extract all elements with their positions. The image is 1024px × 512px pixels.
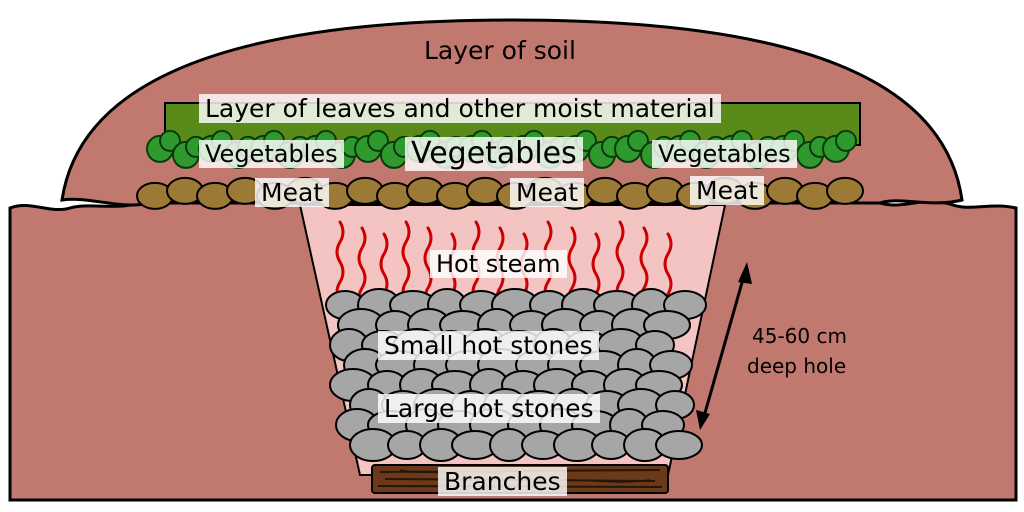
- label-large-hot-stones: Large hot stones: [378, 394, 600, 423]
- vegetable-piece: [367, 129, 389, 152]
- label-meat-right: Meat: [690, 176, 765, 205]
- label-layer-of-soil: Layer of soil: [424, 36, 576, 65]
- label-vegetables-right: Vegetables: [652, 140, 797, 168]
- label-meat-left: Meat: [255, 178, 330, 207]
- label-vegetables-center: Vegetables: [405, 137, 583, 171]
- label-depth-line1: 45-60 cm: [752, 324, 847, 348]
- label-meat-center: Meat: [510, 178, 585, 207]
- vegetable-piece: [159, 129, 181, 152]
- meat-piece: [826, 176, 864, 205]
- steam-wave: [615, 220, 625, 304]
- vegetable-piece: [627, 129, 649, 152]
- steam-wave: [357, 226, 367, 310]
- hot-stones: [325, 288, 707, 462]
- vegetable-piece: [835, 129, 857, 152]
- label-depth-line2: deep hole: [747, 354, 847, 378]
- depth-arrow: [696, 262, 752, 430]
- label-hot-steam: Hot steam: [430, 250, 567, 278]
- label-vegetables-left: Vegetables: [199, 140, 344, 168]
- label-leaf-layer: Layer of leaves and other moist material: [199, 94, 721, 123]
- label-branches: Branches: [438, 467, 567, 496]
- hot-stone: [655, 430, 703, 460]
- steam-wave: [335, 220, 345, 304]
- label-small-hot-stones: Small hot stones: [378, 331, 599, 360]
